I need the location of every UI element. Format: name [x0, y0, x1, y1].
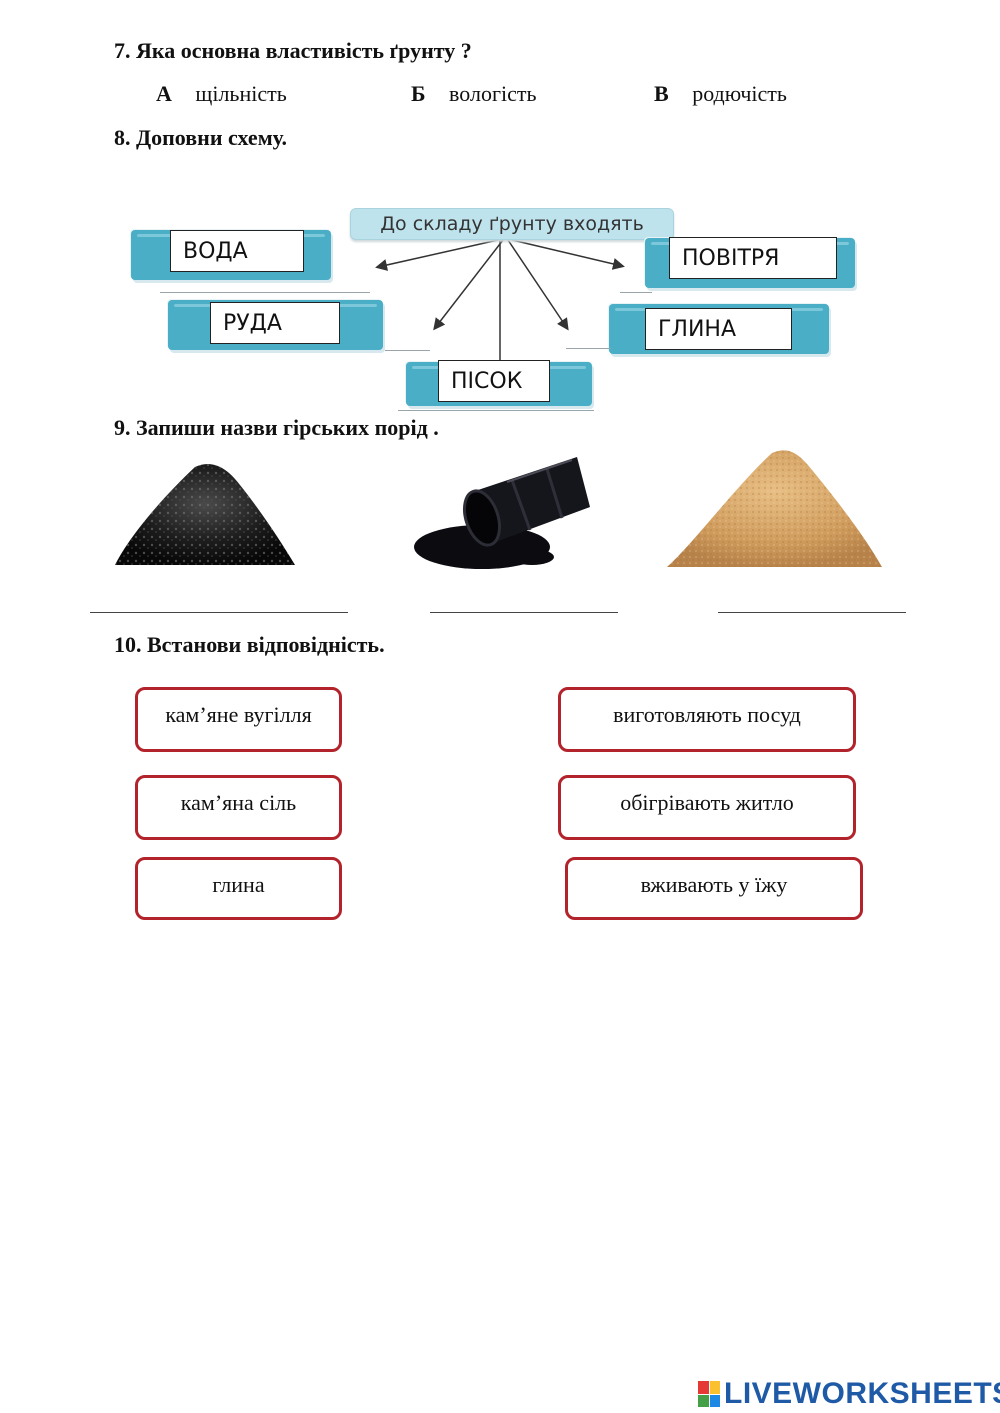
scheme-line [160, 292, 370, 293]
scheme-answer-field[interactable]: РУДА [210, 302, 340, 344]
q7-option-c[interactable]: В родючість [654, 81, 787, 107]
match-left-item[interactable]: кам’яне вугілля [135, 687, 342, 752]
answer-line[interactable] [90, 612, 348, 613]
question-9-title: 9. Запиши назви гірських порід . [114, 415, 439, 440]
scheme-title: До складу ґрунту входять [350, 208, 674, 240]
q7-option-letter: В [654, 81, 669, 106]
q7-option-b[interactable]: Б вологість [411, 81, 537, 107]
match-left-item[interactable]: кам’яна сіль [135, 775, 342, 840]
logo-text: LIVEWORKSHEETS [724, 1377, 1000, 1410]
scheme-line [398, 410, 594, 411]
q7-option-text: щільність [195, 81, 287, 106]
match-right-item[interactable]: обігрівають житло [558, 775, 856, 840]
scheme-arrows [375, 239, 625, 360]
question-7-title: 7. Яка основна властивість ґрунту ? [114, 38, 472, 63]
q7-option-letter: Б [411, 81, 426, 106]
q7-option-letter: А [156, 81, 172, 106]
match-right-item[interactable]: виготовляють посуд [558, 687, 856, 752]
q7-option-text: родючість [692, 81, 787, 106]
scheme-answer-field[interactable]: ПІСОК [438, 360, 550, 402]
liveworksheets-logo[interactable]: LIVEWORKSHEETS [698, 1377, 1000, 1410]
q7-option-a[interactable]: А щільність [156, 81, 287, 107]
question-8-title: 8. Доповни схему. [114, 125, 287, 150]
answer-line[interactable] [718, 612, 906, 613]
match-left-item[interactable]: глина [135, 857, 342, 920]
sand-pile-image [667, 450, 882, 567]
logo-mark-icon [698, 1381, 720, 1407]
q7-option-text: вологість [449, 81, 537, 106]
coal-pile-image [115, 464, 295, 565]
question-10-title: 10. Встанови відповідність. [114, 632, 385, 657]
scheme-answer-field[interactable]: ВОДА [170, 230, 304, 272]
scheme-line [620, 292, 652, 293]
scheme-line [566, 348, 611, 349]
scheme-answer-field[interactable]: ПОВІТРЯ [669, 237, 837, 279]
oil-barrel-image [414, 457, 590, 569]
scheme-answer-field[interactable]: ГЛИНА [645, 308, 792, 350]
answer-line[interactable] [430, 612, 618, 613]
match-right-item[interactable]: вживають у їжу [565, 857, 863, 920]
scheme-line [385, 350, 430, 351]
